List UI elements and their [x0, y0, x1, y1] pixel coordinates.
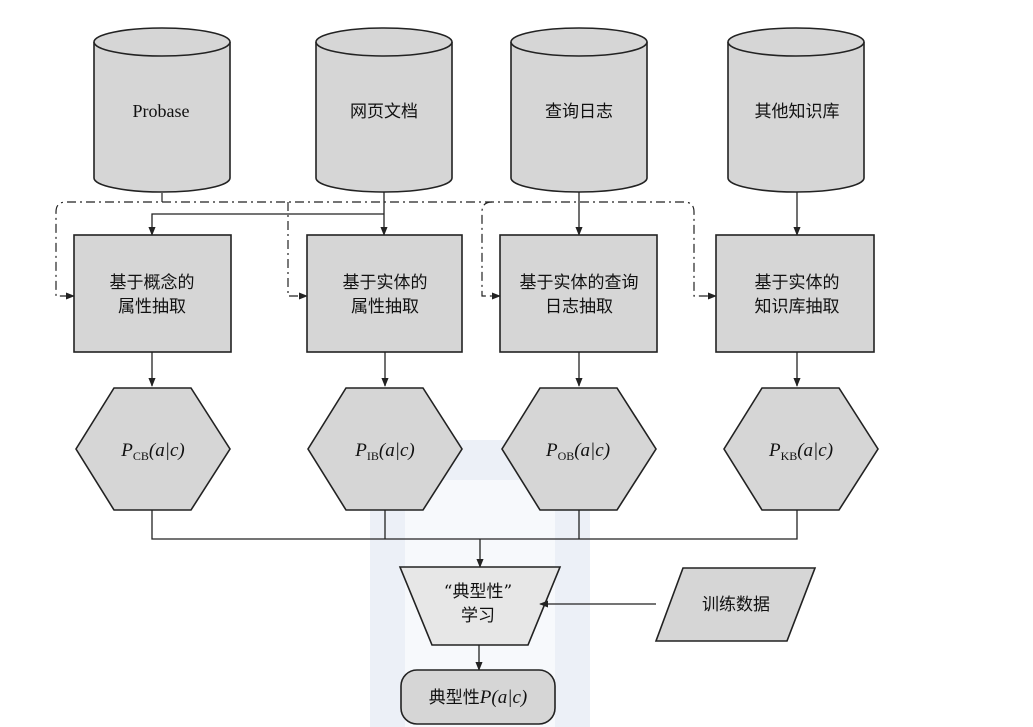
- training-data-label: 训练数据: [702, 595, 770, 615]
- extractor-label-line1: 基于实体的: [343, 273, 428, 293]
- prob-symbol: P: [354, 440, 367, 461]
- prob-subscript: OB: [558, 449, 575, 463]
- training-data: 训练数据: [654, 567, 817, 642]
- prob-args: (a|c): [797, 440, 833, 461]
- probability-ob: POB(a|c): [501, 387, 657, 511]
- probase-bus-line: [55, 193, 163, 300]
- source-web-documents: 网页文档: [315, 27, 453, 193]
- source-label: 网页文档: [350, 102, 418, 122]
- prob-subscript: IB: [367, 449, 379, 463]
- prob-args: (a|c): [574, 440, 610, 461]
- extractor-label-line2: 知识库抽取: [755, 297, 840, 317]
- extractor-concept-attribute: 基于概念的 属性抽取: [73, 234, 232, 353]
- output-args: (a|c): [491, 687, 527, 708]
- extractor-label-line1: 基于概念的: [110, 272, 195, 293]
- prob-symbol: P: [120, 440, 133, 461]
- extractor-knowledge-base: 基于实体的 知识库抽取: [715, 234, 875, 353]
- svg-text:PCB(a|c): PCB(a|c): [120, 440, 184, 463]
- extractor-query-log: 基于实体的查询 日志抽取: [499, 234, 658, 353]
- learning-label-line1: “典型性”: [444, 582, 512, 602]
- svg-text:POB(a|c): POB(a|c): [545, 440, 610, 463]
- extractor-to-probability-arrows: [148, 352, 801, 387]
- extractor-label-line2: 属性抽取: [351, 297, 419, 317]
- prob-subscript: KB: [781, 449, 798, 463]
- prob-symbol: P: [545, 440, 558, 461]
- prob-symbol: P: [768, 440, 781, 461]
- prob-subscript: CB: [133, 449, 149, 463]
- source-probase: Probase: [93, 27, 231, 193]
- typicality-learning: “典型性” 学习: [398, 566, 562, 646]
- extractor-label-line1: 基于实体的: [755, 273, 840, 293]
- probability-kb: PKB(a|c): [723, 387, 879, 511]
- probability-cb: PCB(a|c): [75, 387, 231, 511]
- output-prefix: 典型性: [429, 688, 480, 708]
- merge-connectors: [151, 510, 798, 568]
- probability-ib: PIB(a|c): [307, 387, 463, 511]
- source-other-kbs: 其他知识库: [727, 27, 865, 193]
- source-connectors: [55, 192, 801, 300]
- source-label: 其他知识库: [755, 102, 840, 122]
- prob-args: (a|c): [149, 440, 185, 461]
- extractor-label-line1: 基于实体的查询: [520, 273, 639, 293]
- source-query-logs: 查询日志: [510, 27, 648, 193]
- source-label: Probase: [133, 101, 190, 121]
- svg-text:典型性P(a|c): 典型性P(a|c): [429, 687, 527, 708]
- prob-args: (a|c): [379, 440, 415, 461]
- typicality-output: 典型性P(a|c): [400, 669, 556, 725]
- output-symbol: P: [479, 687, 492, 708]
- svg-text:PKB(a|c): PKB(a|c): [768, 440, 833, 463]
- extractor-label-line2: 属性抽取: [118, 297, 186, 317]
- extractor-instance-attribute: 基于实体的 属性抽取: [306, 234, 463, 353]
- extractor-label-line2: 日志抽取: [545, 297, 613, 317]
- learning-label-line2: 学习: [461, 606, 495, 626]
- svg-text:PIB(a|c): PIB(a|c): [354, 440, 414, 463]
- source-label: 查询日志: [545, 102, 613, 122]
